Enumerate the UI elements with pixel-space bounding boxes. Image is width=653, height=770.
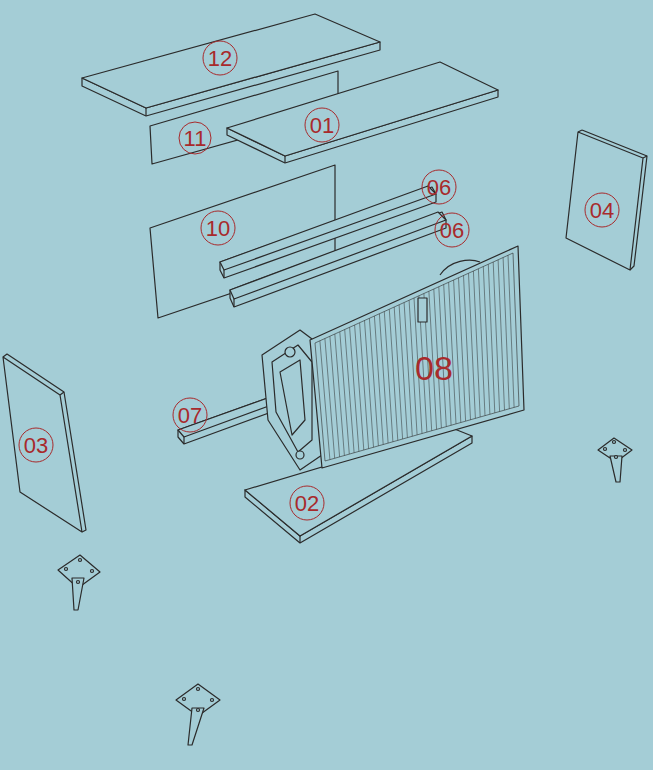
callout-number: 12	[203, 41, 238, 76]
door-rib	[330, 336, 340, 457]
side-panel	[3, 354, 86, 532]
leg	[176, 684, 220, 745]
door-rib	[360, 323, 369, 449]
flip-door	[262, 246, 524, 470]
door-rib	[355, 325, 364, 450]
door-rib	[340, 332, 350, 454]
door-rib	[379, 314, 388, 443]
callout-number: 06	[435, 213, 470, 248]
door-rib	[345, 330, 354, 453]
door-rib	[498, 260, 504, 410]
door-rib	[488, 264, 495, 413]
door-rib	[478, 269, 485, 416]
door-rib	[350, 327, 359, 451]
door-rib	[325, 339, 335, 459]
callout-number: 07	[173, 398, 208, 433]
callout-number: 01	[305, 108, 340, 143]
door-rib	[483, 267, 490, 415]
callout-number: 08	[415, 351, 453, 385]
callout-number: 10	[201, 211, 236, 246]
side-panel	[566, 130, 647, 270]
leg	[58, 555, 100, 610]
callout-number: 11	[179, 122, 212, 155]
door-rib	[394, 307, 402, 439]
callout-number: 06	[422, 170, 457, 205]
middle-board	[227, 62, 498, 163]
door-rib	[374, 316, 383, 445]
door-rib	[365, 321, 374, 448]
door-rib	[503, 258, 509, 409]
door-rib	[335, 334, 345, 456]
callout-number: 02	[290, 486, 325, 521]
leg	[598, 438, 632, 482]
callout-number: 04	[585, 193, 620, 228]
door-rib	[473, 271, 480, 417]
door-rib	[384, 312, 393, 442]
door-rib	[320, 341, 330, 460]
callout-number: 03	[19, 428, 54, 463]
door-rib	[404, 303, 412, 437]
door-rib	[493, 262, 499, 412]
door-rib	[369, 318, 378, 446]
door-rib	[508, 255, 514, 407]
door-rib	[399, 305, 407, 438]
door-rib	[389, 309, 398, 440]
